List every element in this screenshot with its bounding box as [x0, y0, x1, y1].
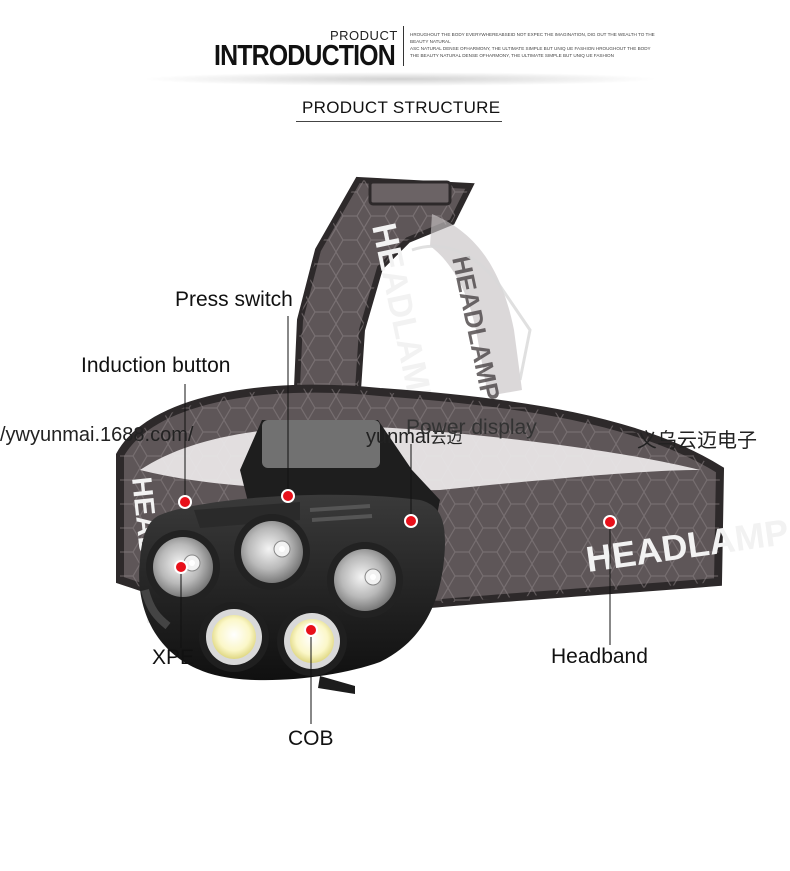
- press-switch-marker: [281, 489, 295, 503]
- header-blurb-line: ASC NATURAL DENSE OFHARMONY, THE ULTIMAT…: [410, 46, 651, 51]
- xpe-led-center: [234, 514, 310, 590]
- header: PRODUCT INTRODUCTION HROUGHOUT THE BODY …: [0, 0, 790, 95]
- header-shadow: [140, 72, 660, 86]
- cob-led-right: [277, 606, 347, 676]
- markers: [174, 489, 617, 637]
- header-small-title: PRODUCT: [330, 28, 398, 43]
- label-power-display: Power display: [406, 416, 537, 439]
- section-title: PRODUCT STRUCTURE: [302, 98, 501, 117]
- header-blurb: HROUGHOUT THE BODY EVERYWHEREABSEID NOT …: [410, 31, 670, 59]
- top-strap-text: HEADLAMP: [364, 220, 441, 416]
- induction-button-marker: [178, 495, 192, 509]
- power-display-marker: [404, 514, 418, 528]
- watermark-brand-cjk: 云迈: [430, 430, 463, 447]
- leader-lines: [180, 316, 611, 724]
- header-blurb-line: HROUGHOUT THE BODY EVERYWHEREABSEID NOT …: [410, 32, 655, 44]
- cob-marker: [304, 623, 318, 637]
- xpe-led-right: [327, 542, 403, 618]
- label-press-switch: Press switch: [175, 288, 293, 311]
- watermark-brand-latin: yunmai: [366, 426, 431, 448]
- label-headband: Headband: [551, 645, 648, 668]
- label-induction-button: Induction button: [81, 354, 231, 377]
- section-underline: [296, 121, 502, 122]
- header-blurb-line: THE BEAUTY NATURAL DENSE OFHARMONY, THE …: [410, 53, 614, 58]
- watermark-company: 义乌云迈电子: [637, 430, 757, 452]
- header-divider: [403, 26, 404, 66]
- watermark-brand: yunmai云迈: [366, 424, 463, 449]
- label-xpe: XPE: [152, 646, 195, 669]
- cob-led-left: [199, 602, 269, 672]
- top-strap: HEADLAMP: [292, 176, 475, 424]
- headband-marker: [603, 515, 617, 529]
- label-cob: COB: [288, 727, 334, 750]
- watermark-url: /ywyunmai.1688.com/: [0, 424, 194, 446]
- header-big-title: INTRODUCTION: [214, 40, 396, 72]
- xpe-marker: [174, 560, 188, 574]
